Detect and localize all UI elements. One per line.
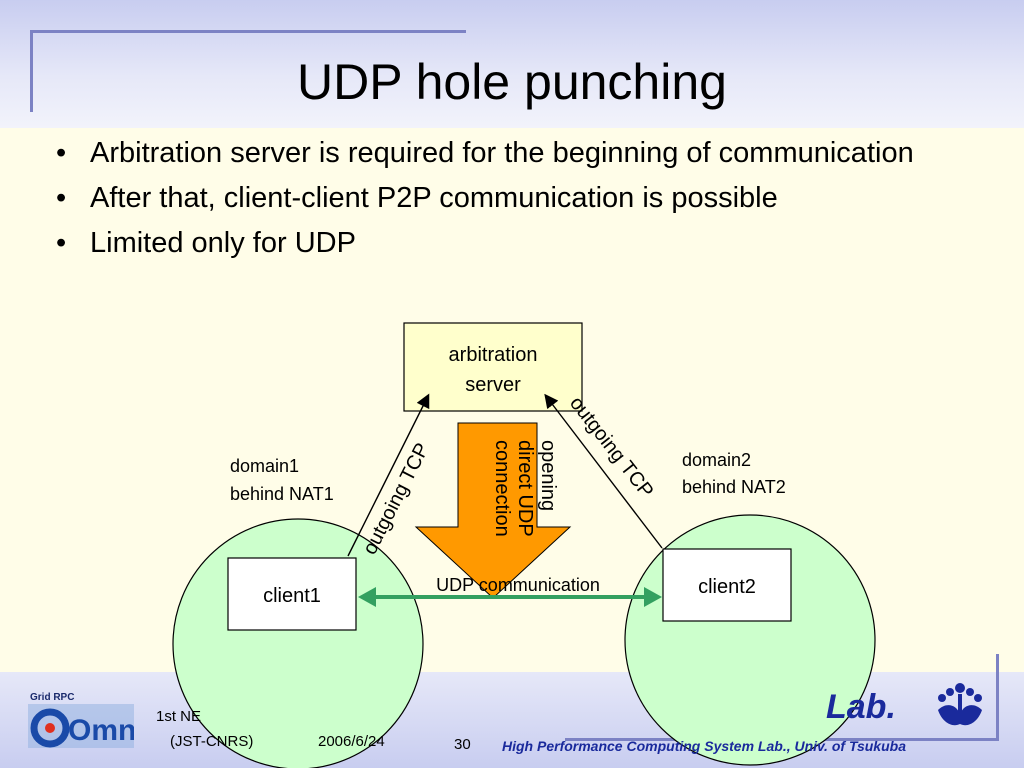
server-label-line1: arbitration <box>449 344 538 366</box>
bullet-item: Limited only for UDP <box>52 226 952 260</box>
udp-arrow-head-left <box>358 587 376 607</box>
bullet-list: Arbitration server is required for the b… <box>52 136 952 271</box>
udp-label: UDP communication <box>436 575 600 595</box>
header-rule-top <box>30 30 466 33</box>
domain1-label-line1: domain1 <box>230 456 299 476</box>
conference-line2: (JST-CNRS) <box>170 733 254 750</box>
udp-arrow-head-right <box>644 587 662 607</box>
omni-logo-small: Grid RPC <box>30 692 74 703</box>
client1-box <box>227 557 357 631</box>
domain1-ellipse <box>172 518 424 768</box>
domain2-label-line1: domain2 <box>682 450 751 470</box>
client2-label: client2 <box>698 576 756 598</box>
header-rule-left <box>30 30 33 112</box>
omni-logo-text: Omni <box>68 714 134 747</box>
tcp-label-left: outgoing TCP <box>359 440 434 559</box>
domain1-label-line2: behind NAT1 <box>230 484 334 504</box>
tcp-arrow-right <box>544 393 663 549</box>
opening-connection-arrow <box>414 422 572 599</box>
paulownia-crest-icon <box>938 683 982 726</box>
client2-box <box>662 548 792 622</box>
arrow-label-line3: connection <box>491 440 513 537</box>
conference-date: 2006/6/24 <box>318 733 385 750</box>
server-label-line2: server <box>465 374 521 396</box>
footer-rule-right <box>996 654 999 740</box>
bullet-item: After that, client-client P2P communicat… <box>52 181 952 215</box>
arrow-label-line1: opening <box>537 440 559 511</box>
page-number: 30 <box>454 736 471 753</box>
arrow-label-line2: direct UDP <box>514 440 536 537</box>
tcp-arrow-left <box>347 393 430 557</box>
slide-title: UDP hole punching <box>297 54 727 110</box>
client1-label: client1 <box>263 585 321 607</box>
header-band <box>0 0 1024 128</box>
omni-logo: Grid RPC Omni <box>28 692 134 748</box>
lab-name: High Performance Computing System Lab., … <box>502 738 906 754</box>
arrow-label: opening direct UDP connection <box>491 440 559 537</box>
conference-line1: 1st NE <box>156 708 202 725</box>
arbitration-server-box <box>403 322 583 412</box>
domain2-label-line2: behind NAT2 <box>682 477 786 497</box>
lab-logo-text: Lab. <box>826 688 896 726</box>
tcp-label-right: outgoing TCP <box>565 393 657 503</box>
bullet-item: Arbitration server is required for the b… <box>52 136 952 170</box>
